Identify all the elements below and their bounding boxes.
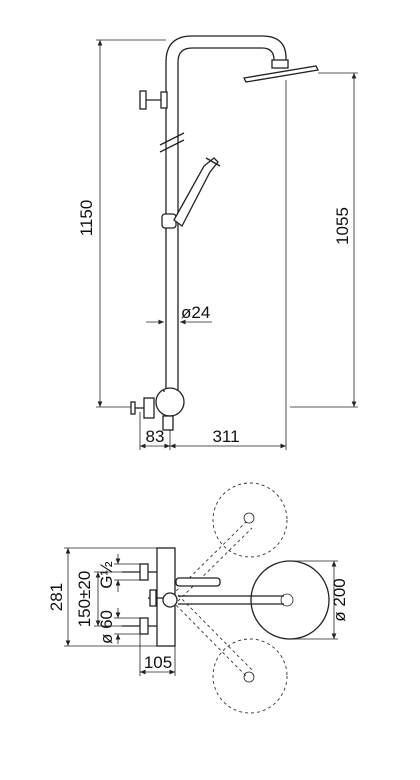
top-view: 281 150±20 G½ ø 60 105 [47,482,349,714]
dim-mixer-offset-label: 83 [146,427,165,446]
dim-head-height-label: 1055 [333,207,352,245]
front-view: 1150 1055 ø24 83 311 [77,35,358,450]
dim-pipe-diameter-label: ø24 [181,303,210,322]
inlet-fittings [122,563,178,635]
dim-inlet-thread-label: G½ [97,561,116,588]
dim-inlet-details: G½ ø 60 [97,554,140,644]
dim-total-height: 1150 [77,39,166,408]
thermostatic-mixer [130,387,185,431]
swing-circle-lower [212,638,288,714]
dim-overall-depth: 281 [47,547,157,647]
dim-total-height-label: 1150 [77,200,96,237]
dim-overall-depth-label: 281 [47,583,66,611]
overhead-shower-head [243,59,319,83]
dim-inlet-spacing: 150±20 [75,571,122,628]
dim-pipe-diameter: ø24 [146,303,212,325]
shower-head-circle [250,560,330,640]
dim-inlet-spacing-label: 150±20 [75,571,94,628]
hand-shower [161,157,221,229]
dim-escutcheon-label: ø 60 [97,610,116,644]
dim-arm-reach-label: 311 [212,427,239,446]
dim-head-height: 1055 [290,72,358,408]
dim-mixer-depth-label: 105 [144,653,172,672]
dim-horizontal-offsets: 83 311 [139,80,287,450]
dim-mixer-depth: 105 [139,634,176,676]
diverter-knob [139,90,168,110]
swing-circle-upper [212,482,288,558]
dim-head-diameter: ø 200 [290,560,349,640]
dim-head-diameter-label: ø 200 [330,578,349,621]
